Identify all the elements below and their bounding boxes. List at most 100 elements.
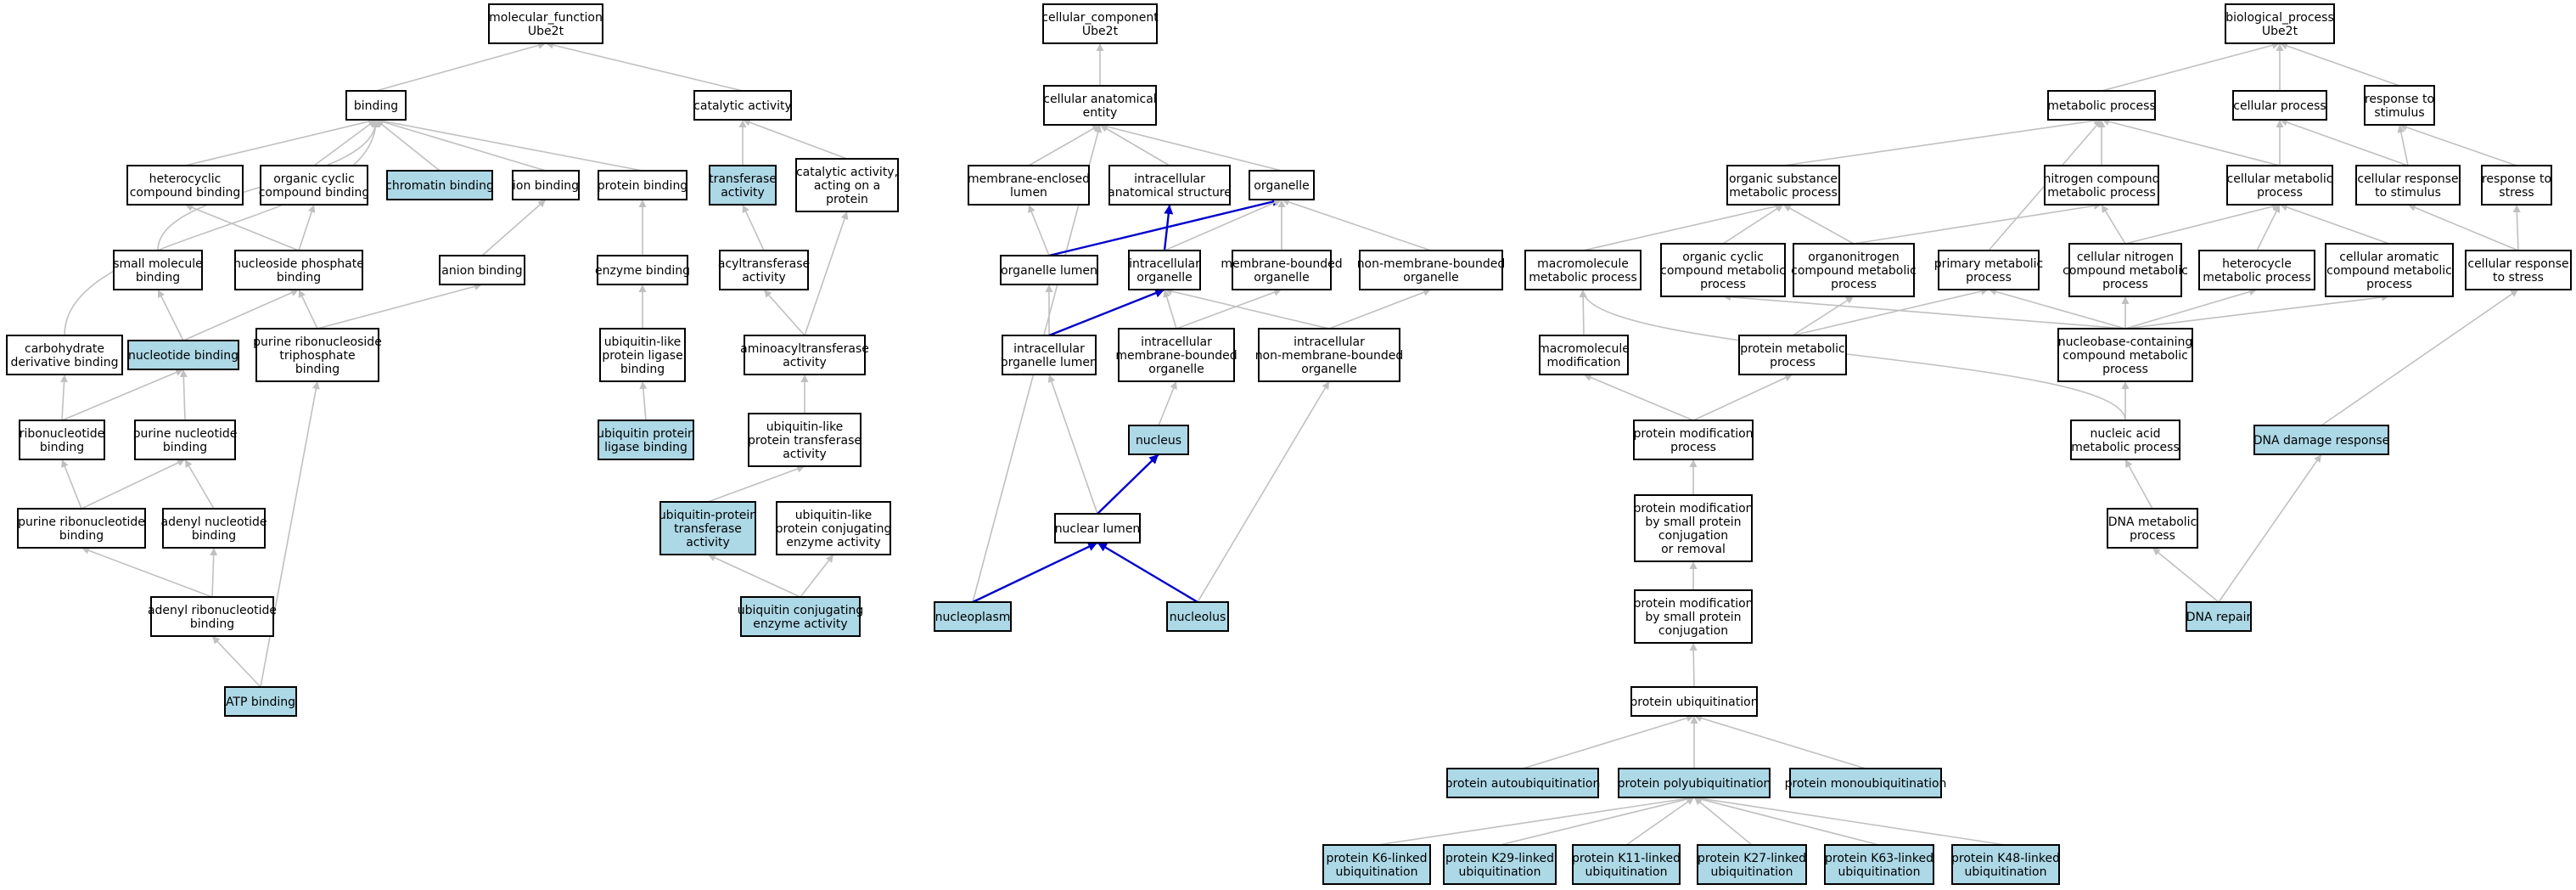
node-label: metabolic process <box>2047 186 2156 200</box>
node-box <box>6 335 123 375</box>
edge-blue-nuclear-lumen-to-nucleus <box>1097 453 1159 515</box>
edge-organonitrogen-mp-to-organic-substance-mp <box>1782 204 1855 245</box>
node-box <box>1042 3 1158 44</box>
node-label: nucleoplasm <box>935 611 1011 624</box>
node-ion-binding: ion binding <box>512 170 580 200</box>
edge-protein-binding-to-binding <box>375 117 643 172</box>
node-label: or removal <box>1661 543 1726 556</box>
node-label: anion binding <box>441 264 522 278</box>
node-label: organic cyclic <box>273 172 355 186</box>
node-cellular-process: cellular process <box>2232 90 2327 121</box>
node-label: ubiquitination <box>1838 865 1921 879</box>
node-label: binding <box>190 617 234 631</box>
node-label: ubiquitin-like <box>795 509 873 522</box>
node-box <box>150 596 274 637</box>
node-label: non-membrane-bounded <box>1255 349 1404 363</box>
node-box <box>439 255 525 285</box>
node-box <box>2186 601 2252 632</box>
node-label: cellular anatomical <box>1043 93 1156 106</box>
edge-non-membrane-bounded-organelle-to-organelle <box>1281 198 1432 251</box>
node-label: compound metabolic <box>2062 264 2188 278</box>
edge-k29-to-protein-polyubiquitination <box>1499 795 1695 846</box>
node-box <box>1118 328 1235 382</box>
edge-blue-nucleoplasm-to-nuclear-lumen <box>972 541 1098 604</box>
node-box <box>659 501 756 555</box>
node-box <box>255 328 379 382</box>
node-label: ubiquitin-like <box>766 420 844 434</box>
node-label: intracellular <box>1013 342 1085 356</box>
edge-k27-to-protein-polyubiquitination <box>1693 797 1753 846</box>
node-label: protein K6-linked <box>1326 852 1427 865</box>
node-label: organelle <box>1254 179 1309 193</box>
edge-catalytic-to-mf <box>545 41 744 92</box>
edge-organelle-lumen-to-mem-enclosed-lumen <box>1028 204 1050 256</box>
node-label: heterocyclic <box>149 172 222 186</box>
node-label: cellular response <box>2467 257 2568 271</box>
edge-purine-ribonucleotide-binding-to-ribonucleotide-binding <box>61 459 82 510</box>
node-box <box>19 420 105 460</box>
node-label: transferase <box>674 522 742 536</box>
node-label: activity <box>783 356 827 369</box>
edge-nucleic-acid-mp-to-macromolecule-mp <box>1579 289 2126 421</box>
node-box <box>2226 165 2333 206</box>
node-box <box>113 250 203 290</box>
edge-response-stress-to-response-stimulus <box>2399 123 2517 166</box>
node-label: organelle <box>1254 271 1309 284</box>
edge-heterocyclic-binding-to-binding <box>184 117 377 166</box>
node-box <box>1951 844 2060 885</box>
edge-dna-damage-response-to-cellular-response-stress <box>2321 289 2519 426</box>
node-box <box>1043 85 1157 126</box>
node-label: cellular process <box>2233 99 2326 113</box>
node-box <box>1258 328 1400 382</box>
node-label: aminoacyltransferase <box>740 342 869 356</box>
node-box <box>1618 768 1771 798</box>
edge-intra-non-mem-bounded-to-non-membrane-bounded-organelle <box>1328 289 1432 330</box>
node-label: response to <box>2365 93 2434 106</box>
edge-organic-cyclic-binding-to-binding <box>313 119 377 166</box>
edge-nucleobase-mp-to-cellular-aromatic-mp <box>2124 293 2390 330</box>
node-box <box>162 508 266 549</box>
node-label: protein conjugating <box>776 522 892 536</box>
node-box <box>1630 686 1758 717</box>
node-box <box>2057 328 2193 382</box>
node-label: process <box>1700 278 1746 291</box>
edge-blue-nucleolus-to-nuclear-lumen <box>1097 541 1198 604</box>
node-box <box>1824 844 1934 885</box>
node-label: purine ribonucleoside <box>253 335 382 349</box>
edge-nucleobase-mp-to-heterocycle-mp <box>2124 288 2258 330</box>
node-box <box>1128 425 1189 455</box>
edge-k11-to-protein-polyubiquitination <box>1625 797 1695 846</box>
edge-intra-mem-bounded-to-membrane-bounded-organelle <box>1176 288 1282 330</box>
node-label: acyltransferase <box>718 257 810 271</box>
edge-metabolic-process-to-bp <box>2101 41 2281 92</box>
edge-k6-to-protein-polyubiquitination <box>1376 794 1695 846</box>
node-box <box>748 413 861 467</box>
node-label: Ube2t <box>2262 25 2298 38</box>
node-box <box>1539 335 1629 375</box>
node-box <box>2465 250 2572 290</box>
node-box <box>598 420 694 460</box>
node-metabolic-process: metabolic process <box>2047 90 2156 121</box>
node-protein-monoubiquitination: protein monoubiquitination <box>1785 768 1946 798</box>
node-label: biological_process <box>2225 11 2334 25</box>
node-label: ion binding <box>513 179 579 193</box>
edge-chromatin-binding-to-binding <box>375 119 441 172</box>
node-box <box>1660 243 1786 297</box>
node-label: protein autoubiquitination <box>1445 777 1601 791</box>
node-label: ATP binding <box>226 696 295 709</box>
node-label: ribonucleotide <box>20 427 105 441</box>
